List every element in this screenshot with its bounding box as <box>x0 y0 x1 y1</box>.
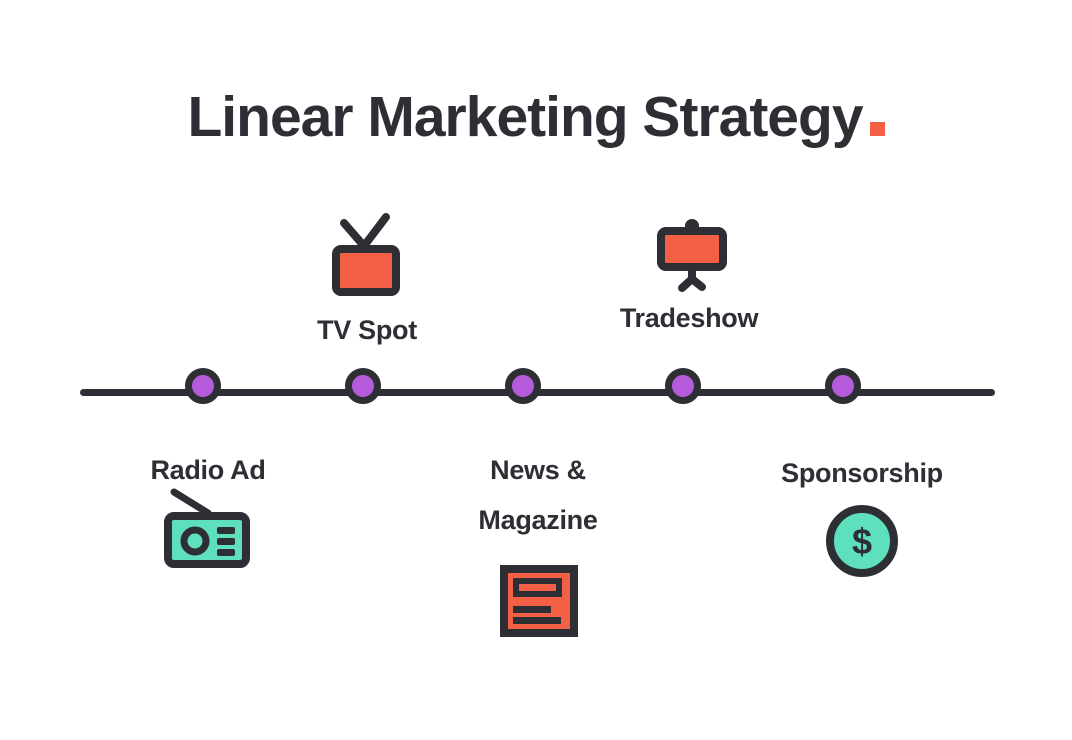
timeline-node-tv-spot <box>345 368 381 404</box>
tv-icon <box>332 213 400 296</box>
item-label-radio-ad: Radio Ad <box>150 455 266 485</box>
presentation-board-icon <box>657 219 727 292</box>
title-period-square-icon <box>869 122 885 136</box>
page-title-text: Linear Marketing Strategy <box>187 85 863 149</box>
timeline-node-sponsorship <box>825 368 861 404</box>
timeline-node-radio-ad <box>185 368 221 404</box>
radio-icon <box>164 488 250 568</box>
item-label-sponsorship: Sponsorship <box>781 458 943 488</box>
page-title: Linear Marketing Strategy <box>0 84 1072 150</box>
dollar-sign-glyph: $ <box>852 521 872 562</box>
timeline-node-news-magazine <box>505 368 541 404</box>
newspaper-icon <box>500 565 578 637</box>
item-label-tradeshow: Tradeshow <box>619 303 759 333</box>
item-label-news-magazine: News & Magazine <box>478 455 598 535</box>
timeline-node-tradeshow <box>665 368 701 404</box>
dollar-coin-icon: $ <box>826 505 898 577</box>
item-label-tv-spot: TV Spot <box>317 315 417 345</box>
